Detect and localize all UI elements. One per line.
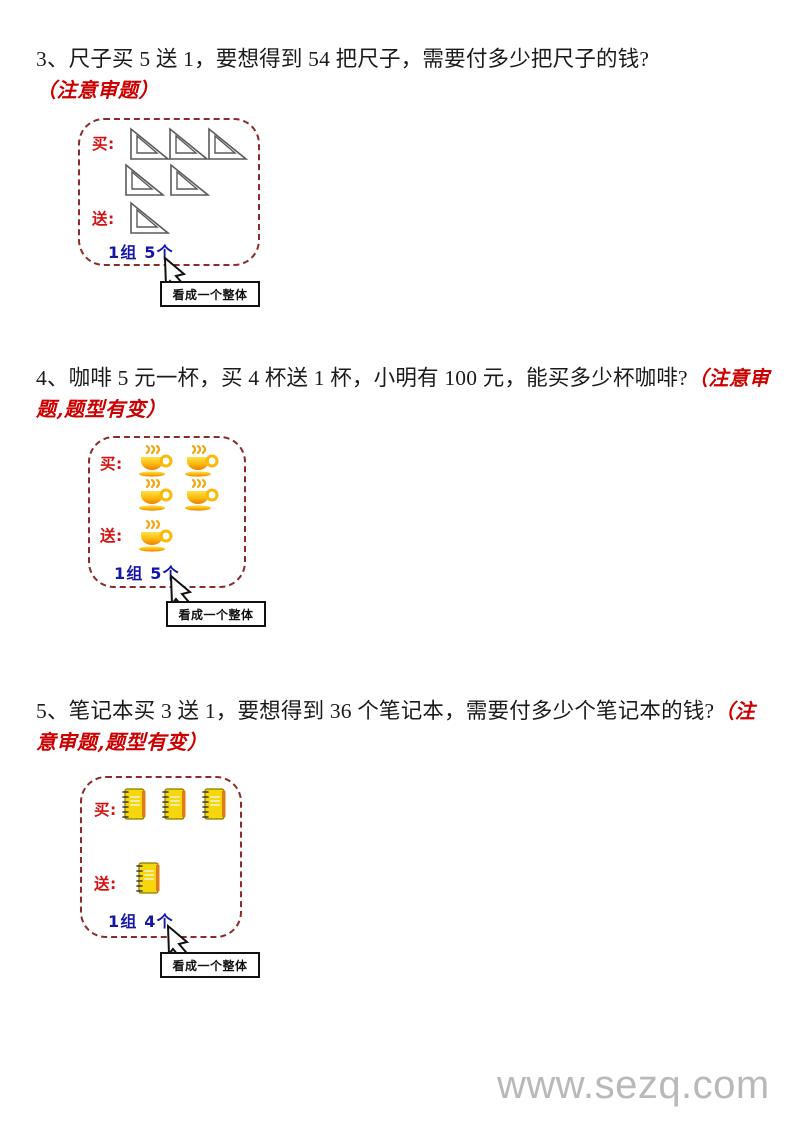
question-3-text: 3、尺子买 5 送 1，要想得到 54 把尺子，需要付多少把尺子的钱? （注意审题…: [36, 44, 770, 106]
coffee-cup-icon: [180, 443, 222, 486]
diagram-box-question-4: 买: 送: 1组 5个: [88, 436, 246, 588]
triangle-ruler-icon: [126, 126, 172, 169]
triangle-ruler-icon: [165, 126, 211, 169]
question-4-note: （注意审题,题型有变）: [36, 366, 770, 421]
callout-box-q3: 看成一个整体: [160, 281, 260, 307]
buy-label-q5: 买:: [94, 801, 117, 819]
count-label-q4: 1组 5个: [114, 564, 180, 583]
callout-box-q5: 看成一个整体: [160, 952, 260, 978]
question-5-body: 5、笔记本买 3 送 1，要想得到 36 个笔记本，需要付多少个笔记本的钱?: [36, 699, 715, 723]
free-label-q5: 送:: [94, 875, 117, 893]
site-watermark: www.sezq.com: [497, 1063, 770, 1107]
question-5-text: 5、笔记本买 3 送 1，要想得到 36 个笔记本，需要付多少个笔记本的钱?（注…: [36, 696, 770, 758]
coffee-cup-icon: [134, 443, 176, 486]
question-3-note: （注意审题）: [36, 78, 159, 102]
coffee-cup-icon: [180, 477, 222, 520]
diagram-box-question-5: 买: 送: 1组 4个: [80, 776, 242, 938]
count-label-q3: 1组 5个: [108, 243, 174, 262]
notebook-icon: [200, 786, 230, 829]
question-3-body: 3、尺子买 5 送 1，要想得到 54 把尺子，需要付多少把尺子的钱?: [36, 47, 650, 71]
question-4-text: 4、咖啡 5 元一杯，买 4 杯送 1 杯，小明有 100 元，能买多少杯咖啡?…: [36, 363, 770, 425]
notebook-icon: [134, 860, 164, 903]
callout-text-q3: 看成一个整体: [172, 287, 248, 302]
coffee-cup-icon: [134, 518, 176, 561]
callout-box-q4: 看成一个整体: [166, 601, 266, 627]
callout-text-q5: 看成一个整体: [172, 958, 248, 973]
question-4-body: 4、咖啡 5 元一杯，买 4 杯送 1 杯，小明有 100 元，能买多少杯咖啡?: [36, 366, 688, 390]
buy-label-q4: 买:: [100, 455, 123, 473]
question-5-note: （注意审题,题型有变）: [36, 699, 756, 754]
notebook-icon: [160, 786, 190, 829]
diagram-box-question-3: 买: 送: 1组 5个: [78, 118, 260, 266]
triangle-ruler-icon: [121, 162, 167, 205]
notebook-icon: [120, 786, 150, 829]
buy-label-q3: 买:: [92, 135, 115, 153]
coffee-cup-icon: [134, 477, 176, 520]
callout-text-q4: 看成一个整体: [178, 607, 254, 622]
free-label-q3: 送:: [92, 210, 115, 228]
free-label-q4: 送:: [100, 527, 123, 545]
triangle-ruler-icon: [204, 126, 250, 169]
count-label-q5: 1组 4个: [108, 912, 174, 931]
triangle-ruler-icon: [126, 200, 172, 243]
triangle-ruler-icon: [166, 162, 212, 205]
